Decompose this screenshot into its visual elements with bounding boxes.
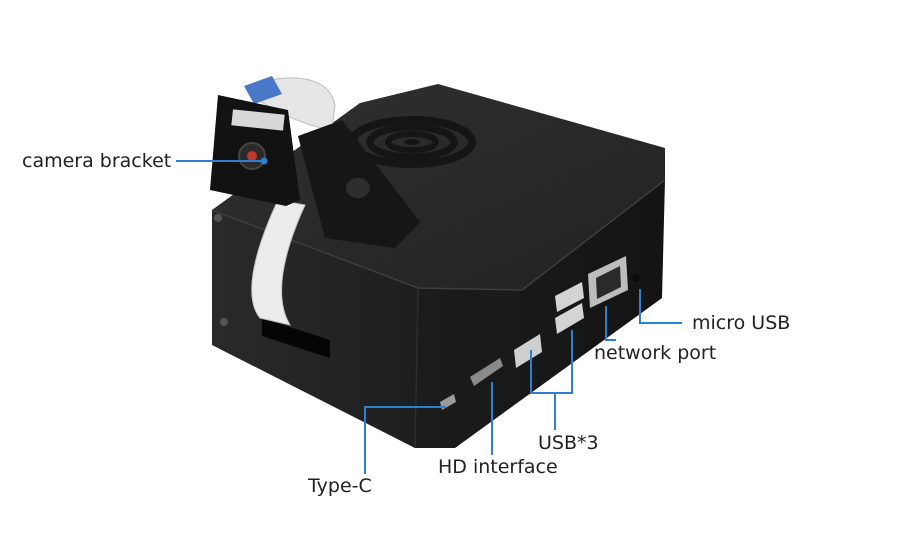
- leader-lines: [176, 157, 682, 474]
- camera-connector: [231, 109, 285, 131]
- bracket-knob: [346, 178, 370, 198]
- label-usb: USB*3: [538, 432, 599, 454]
- screw: [220, 318, 228, 326]
- camera-bracket-assembly: [210, 95, 420, 248]
- label-type-c: Type-C: [308, 475, 372, 497]
- vent-grille: [348, 116, 476, 168]
- micro-usb-port: [632, 274, 640, 282]
- leader-line-usb: [530, 330, 573, 394]
- side-slot: [262, 318, 330, 358]
- ribbon-cable: [244, 76, 336, 326]
- screw: [214, 214, 222, 222]
- usb-port: [555, 303, 584, 334]
- label-camera-bracket: camera bracket: [22, 150, 172, 172]
- label-micro-usb: micro USB: [692, 312, 791, 334]
- leader-line-micro-usb: [639, 289, 682, 324]
- label-network-port: network port: [594, 342, 717, 364]
- usb-port: [514, 334, 542, 368]
- ports: [440, 256, 640, 410]
- leader-line-network-port: [605, 306, 616, 341]
- leader-line-type-c: [364, 406, 446, 474]
- hdmi-port: [470, 358, 503, 386]
- label-hd-interface: HD interface: [438, 456, 558, 478]
- usb-port: [555, 282, 584, 312]
